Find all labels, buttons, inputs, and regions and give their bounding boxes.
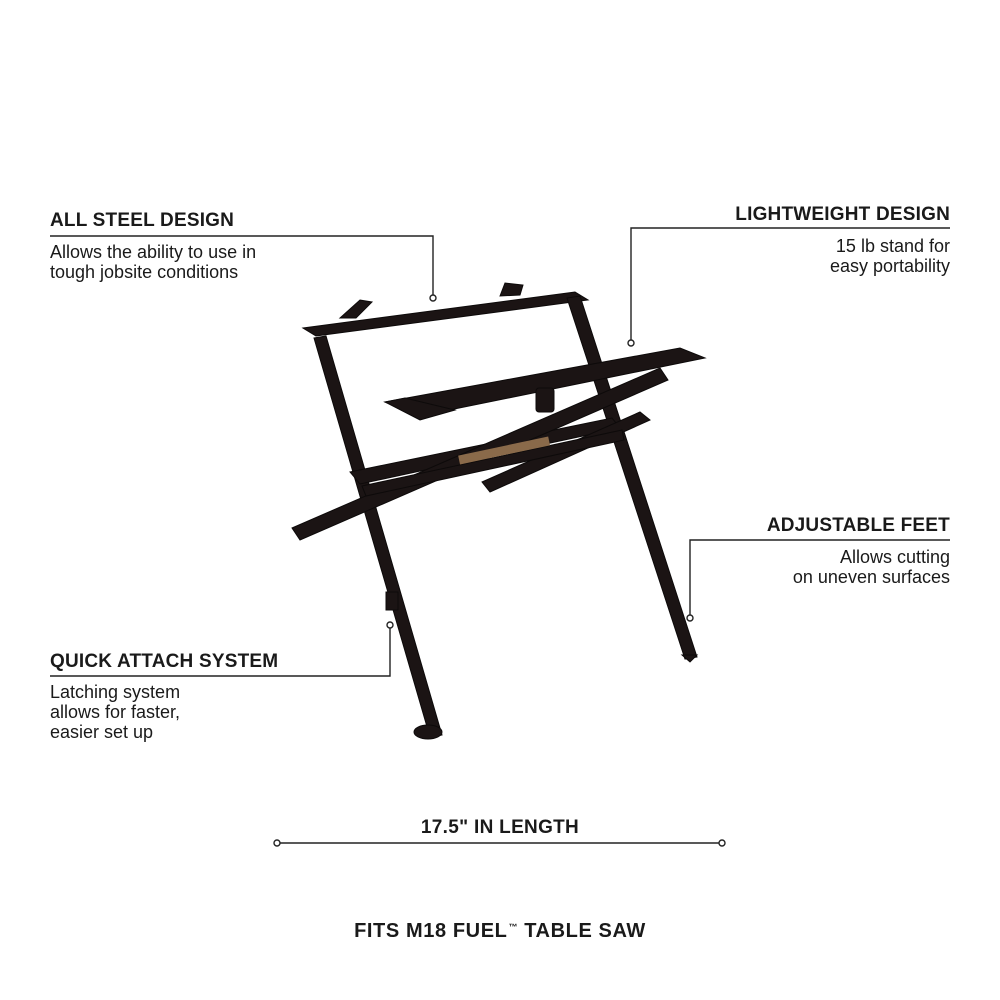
callout-text-feet-2: on uneven surfaces — [792, 567, 950, 587]
callout-text-attach-2: allows for faster, — [50, 702, 181, 722]
footer-rest: TABLE SAW — [518, 920, 646, 942]
length-label: 17.5" IN LENGTH — [420, 817, 580, 838]
callout-title-lightweight: LIGHTWEIGHT DESIGN — [735, 204, 950, 225]
length-dimension — [273, 839, 726, 847]
callout-text-attach-3: easier set up — [50, 722, 154, 742]
leader-steel — [50, 235, 434, 295]
label-sticker — [458, 436, 551, 465]
callout-text-lightweight-2: easy portability — [829, 256, 950, 276]
leader-dot-attach — [386, 621, 394, 629]
callout-title-feet: ADJUSTABLE FEET — [766, 515, 950, 536]
callout-leaders — [50, 227, 950, 677]
callout-title-steel: ALL STEEL DESIGN — [50, 210, 235, 231]
callout-text-attach-1: Latching system — [50, 682, 181, 702]
leader-lightweight — [630, 227, 950, 340]
callout-text-lightweight-1: 15 lb stand for — [835, 236, 950, 256]
callout-text-steel-2: tough jobsite conditions — [50, 262, 239, 282]
footer-main: FITS M18 FUEL — [354, 920, 508, 942]
trademark-symbol: ™ — [508, 922, 519, 932]
leader-dot-lightweight — [627, 339, 635, 347]
callout-text-steel-1: Allows the ability to use in — [50, 242, 257, 262]
leader-attach — [50, 628, 391, 677]
footer-title: FITS M18 FUEL™ TABLE SAW — [0, 920, 1000, 943]
leader-dot-steel — [429, 294, 437, 302]
leader-dot-feet — [686, 614, 694, 622]
callout-title-attach: QUICK ATTACH SYSTEM — [50, 651, 279, 672]
table-stand — [291, 282, 707, 740]
callout-text-feet-1: Allows cutting — [839, 547, 950, 567]
leader-feet — [689, 539, 950, 615]
